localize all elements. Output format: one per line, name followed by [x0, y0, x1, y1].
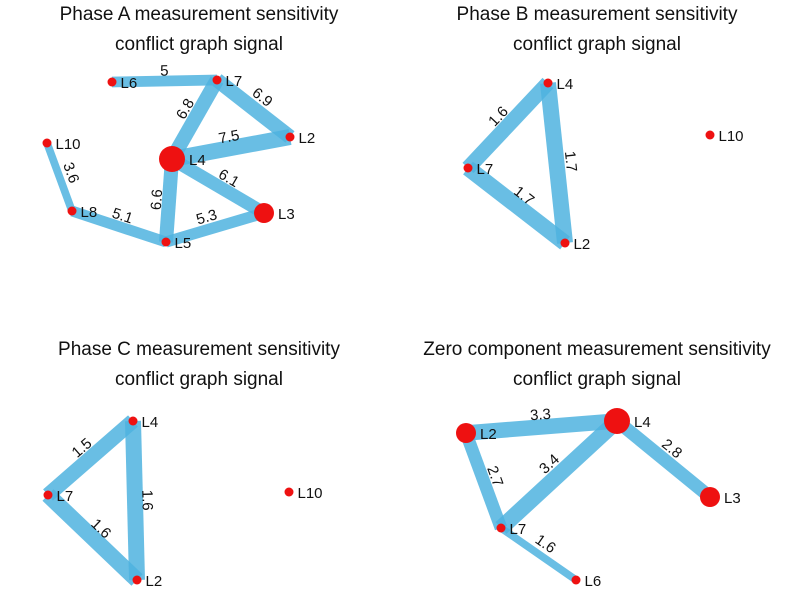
node-label-L3: L3 [724, 490, 741, 507]
node-L7 [212, 75, 222, 85]
node-L7 [463, 163, 473, 173]
edge-L4-L2 [170, 129, 292, 167]
edge-label-L4-L2: 1.6 [138, 490, 156, 511]
edge-L4-L3 [168, 153, 268, 219]
panel-a-title-line1: Phase A measurement sensitivity [59, 4, 339, 25]
panel-b-title-line1: Phase B measurement sensitivity [456, 4, 738, 25]
node-label-L10: L10 [298, 485, 323, 502]
edge-L2-L4 [465, 413, 618, 441]
node-L4 [128, 416, 138, 426]
edge-L2-L7 [460, 430, 507, 531]
panel-zero-title-line1: Zero component measurement sensitivity [423, 339, 771, 360]
node-label-L5: L5 [175, 235, 192, 252]
panel-c-title: Phase C measurement sensitivity conflict… [0, 335, 398, 395]
node-label-L10: L10 [719, 128, 744, 145]
node-label-L6: L6 [585, 573, 602, 590]
node-L4 [604, 408, 630, 434]
edge-L7-L4 [43, 415, 138, 501]
edge-label-L4-L2: 1.7 [561, 150, 580, 173]
edge-L7-L4 [165, 76, 224, 163]
panel-c-title-line2: conflict graph signal [115, 369, 283, 390]
node-label-L2: L2 [574, 236, 591, 253]
edge-L8-L5 [70, 205, 168, 248]
node-L2 [456, 423, 476, 443]
node-L4 [543, 78, 553, 88]
edge-label-L2-L4: 3.3 [529, 406, 551, 425]
node-label-L7: L7 [477, 161, 494, 178]
node-L7 [43, 490, 53, 500]
edge-L10-L8 [43, 141, 76, 213]
node-label-L2: L2 [146, 573, 163, 590]
panel-b-title-line2: conflict graph signal [513, 34, 681, 55]
edge-L7-L6 [498, 524, 579, 584]
panel-a-title-line2: conflict graph signal [115, 34, 283, 55]
edge-label-L6-L7: 5 [160, 62, 169, 79]
node-label-L8: L8 [81, 204, 98, 221]
node-L10 [42, 138, 52, 148]
node-label-L3: L3 [278, 206, 295, 223]
node-label-L2: L2 [299, 130, 316, 147]
node-label-L7: L7 [57, 488, 74, 505]
node-L6 [571, 575, 581, 585]
edge-L7-L4 [495, 415, 623, 534]
edge-label-L2-L7: 2.7 [483, 464, 506, 489]
node-label-L2: L2 [480, 426, 497, 443]
edge-L6-L7 [111, 74, 218, 88]
edge-L4-L2 [540, 82, 573, 244]
edge-L7-L2 [463, 161, 570, 250]
edge-label-L10-L8: 3.6 [59, 160, 82, 185]
edge-L7-L4 [462, 77, 554, 174]
node-L4 [159, 146, 185, 172]
panel-c-title-line1: Phase C measurement sensitivity [58, 339, 340, 360]
edge-label-L5-L3: 5.3 [194, 206, 219, 228]
node-label-L10: L10 [56, 136, 81, 153]
node-label-L4: L4 [189, 152, 206, 169]
node-label-L7: L7 [510, 521, 527, 538]
node-label-L7: L7 [226, 73, 243, 90]
edge-label-L4-L5: 6.6 [148, 189, 166, 211]
edge-L7-L2 [42, 489, 143, 586]
edge-L4-L3 [612, 415, 715, 503]
node-label-L4: L4 [634, 414, 651, 431]
edge-L5-L3 [164, 207, 266, 248]
edge-L4-L2 [125, 420, 145, 581]
panel-b-title: Phase B measurement sensitivity conflict… [398, 0, 796, 60]
edge-label-L8-L5: 5.1 [110, 205, 135, 228]
node-L10 [705, 130, 715, 140]
panel-zero-title: Zero component measurement sensitivity c… [398, 335, 796, 395]
node-L2 [132, 575, 142, 585]
node-L7 [496, 523, 506, 533]
edge-L7-L2 [212, 74, 295, 143]
node-L6 [107, 77, 117, 87]
node-label-L6: L6 [121, 75, 138, 92]
node-L2 [285, 132, 295, 142]
panel-zero-title-line2: conflict graph signal [513, 369, 681, 390]
node-L10 [284, 487, 294, 497]
node-L2 [560, 238, 570, 248]
node-L8 [67, 206, 77, 216]
panel-a-title: Phase A measurement sensitivity conflict… [0, 0, 398, 60]
node-L3 [254, 203, 274, 223]
edge-label-L4-L2: 7.5 [217, 127, 241, 148]
node-L3 [700, 487, 720, 507]
edge-L4-L5 [158, 158, 180, 243]
node-label-L4: L4 [557, 76, 574, 93]
node-label-L4: L4 [142, 414, 159, 431]
node-L5 [161, 237, 171, 247]
